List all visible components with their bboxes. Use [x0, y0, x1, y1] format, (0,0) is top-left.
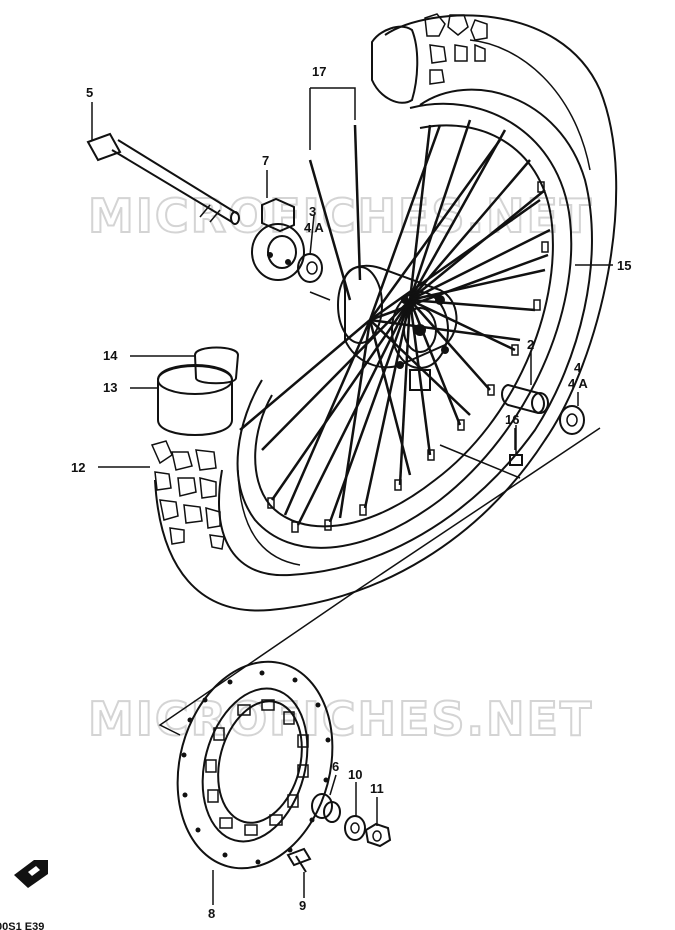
- front-direction-arrow-icon: [14, 860, 48, 888]
- label-part-4a-upper: 4 A: [304, 220, 324, 235]
- label-part-6: 6: [332, 759, 339, 774]
- diagram-code: 00S1 E39: [0, 921, 44, 930]
- label-part-16: 16: [505, 412, 519, 427]
- label-part-12: 12: [71, 460, 85, 475]
- label-part-13: 13: [103, 380, 117, 395]
- label-part-5: 5: [86, 85, 93, 100]
- brake-disc: [176, 660, 334, 870]
- bearing-right: [559, 405, 585, 435]
- label-part-4: 4: [574, 360, 582, 375]
- bearing-left: [297, 253, 323, 283]
- assembly-lines: [158, 291, 601, 736]
- rim-band: [193, 346, 240, 385]
- label-part-17: 17: [312, 64, 326, 79]
- label-part-7: 7: [262, 153, 269, 168]
- label-part-10: 10: [348, 767, 362, 782]
- label-part-14: 14: [103, 348, 118, 363]
- watermark-bottom: MICROFICHES.NET: [88, 692, 593, 746]
- label-part-2: 2: [527, 337, 534, 352]
- watermark-top: MICROFICHES.NET: [88, 189, 593, 243]
- spokes: [239, 119, 551, 526]
- washer-10: [344, 815, 366, 841]
- tire: [150, 13, 618, 612]
- label-part-11: 11: [370, 781, 384, 796]
- disc-nut-6: [311, 793, 341, 823]
- disc-bolt: [286, 847, 312, 873]
- label-part-9: 9: [299, 898, 306, 913]
- tire-tread-top: [371, 13, 488, 104]
- label-part-3: 3: [309, 204, 316, 219]
- spacer: [501, 383, 549, 415]
- rim: [236, 102, 573, 549]
- speedometer-gearbox: [251, 197, 305, 281]
- axle: [86, 132, 240, 225]
- tire-tread-left: [150, 440, 225, 550]
- label-part-4a-lower: 4 A: [568, 376, 588, 391]
- valve-cap: [509, 425, 523, 466]
- label-part-8: 8: [208, 906, 215, 921]
- hub: [337, 264, 458, 391]
- leader-lines: [91, 87, 613, 905]
- label-part-15: 15: [617, 258, 631, 273]
- nut-11: [364, 822, 392, 848]
